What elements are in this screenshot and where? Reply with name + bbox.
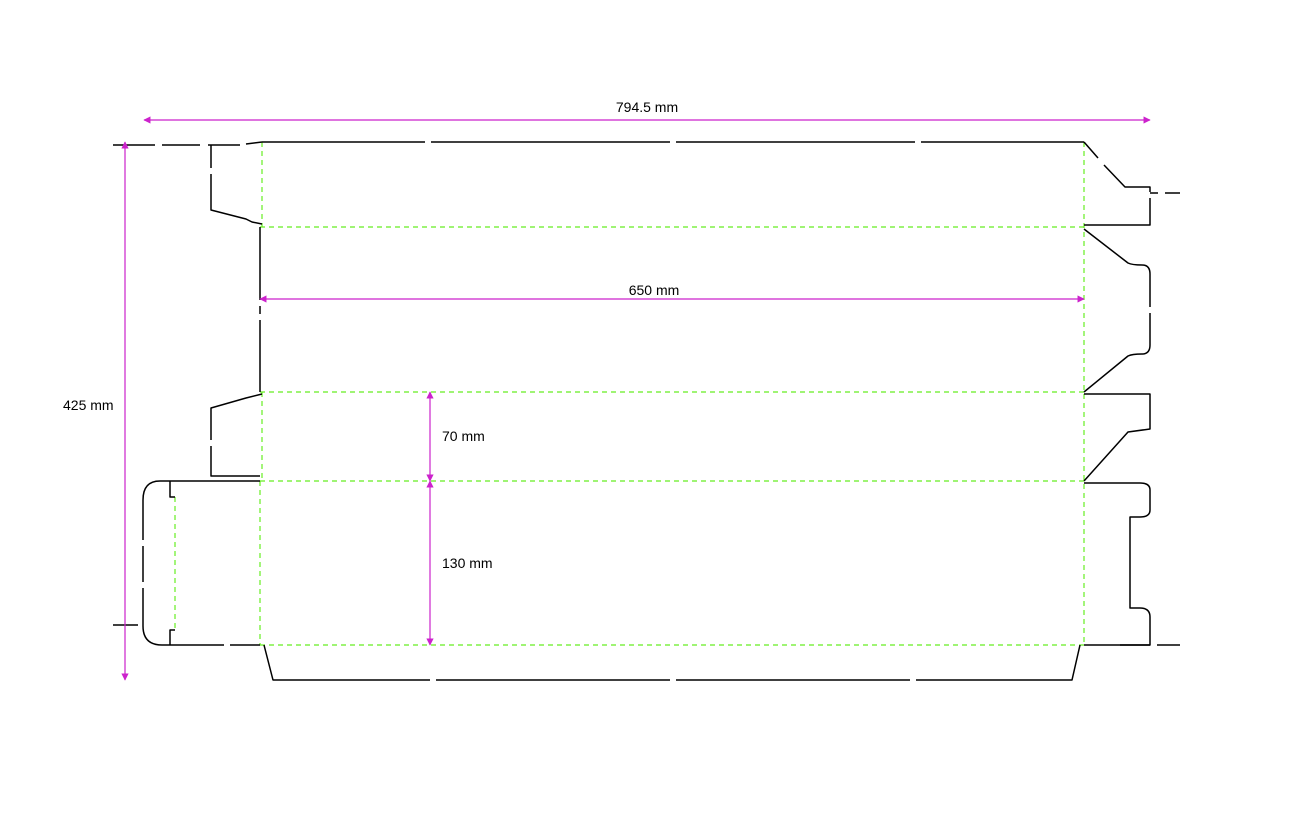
- fold-lines: [174, 142, 1085, 646]
- dimension-lines: 794.5 mm 425 mm 650 mm 70 mm 130 mm: [63, 99, 1151, 681]
- cut-left-flap-upper: [210, 145, 263, 225]
- dimension-side-depth-label: 70 mm: [442, 428, 485, 444]
- cut-glue-flap: [142, 480, 260, 646]
- dimension-total-height-label: 425 mm: [63, 397, 114, 413]
- cut-right-flap-4: [1084, 482, 1151, 646]
- cut-lines: [113, 141, 1180, 681]
- cut-bottom-flap: [263, 644, 1081, 681]
- cut-top-left-slope: [245, 141, 263, 145]
- cut-right-flap-3: [1083, 393, 1151, 482]
- cut-right-flap-1: [1083, 141, 1151, 226]
- dimension-panel-width-label: 650 mm: [629, 282, 680, 298]
- dimension-total-width-label: 794.5 mm: [616, 99, 678, 115]
- cut-right-flap-2: [1083, 228, 1151, 393]
- cut-left-flap-lower: [210, 393, 263, 477]
- dimension-panel-height-label: 130 mm: [442, 555, 493, 571]
